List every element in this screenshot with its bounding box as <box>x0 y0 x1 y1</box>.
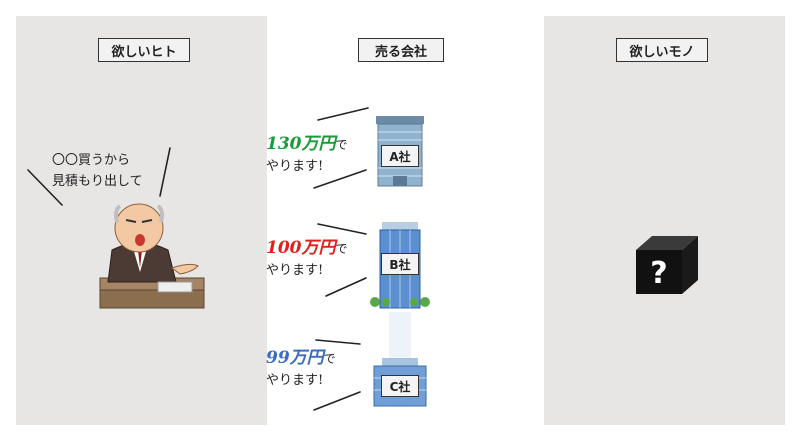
buyer-speech-lines <box>27 147 171 206</box>
quote-a: 130万円で やります! <box>266 134 348 177</box>
company-b-label: B社 <box>381 253 419 275</box>
businessman-icon <box>99 203 205 309</box>
company-a-label: A社 <box>381 145 419 167</box>
quote-b-line2: やります! <box>266 263 324 278</box>
buyer-speech-line2: 見積もり出して <box>52 174 143 189</box>
quote-c: 99万円で やります! <box>266 348 336 391</box>
mystery-box-glyph: ? <box>650 256 667 291</box>
company-speech-lines <box>313 107 369 411</box>
quote-a-suffix: で <box>335 138 348 152</box>
seller-panel-label: 売る会社 <box>358 38 444 62</box>
buyer-speech-line1: 〇〇買うから <box>52 153 131 168</box>
quote-c-suffix: で <box>323 352 336 366</box>
quote-b: 100万円で やります! <box>266 238 348 281</box>
mystery-box-icon: ? <box>636 236 698 294</box>
quote-a-price: 130万円 <box>266 134 336 154</box>
quote-b-suffix: で <box>335 242 348 256</box>
quote-a-line2: やります! <box>266 159 324 174</box>
product-panel <box>544 16 785 425</box>
quote-c-line2: やります! <box>266 373 324 388</box>
buyer-panel-label: 欲しいヒト <box>98 38 190 62</box>
buyer-speech: 〇〇買うから 見積もり出して <box>52 150 143 192</box>
product-panel-label: 欲しいモノ <box>616 38 708 62</box>
quote-c-price: 99万円 <box>266 348 324 368</box>
company-c-label: C社 <box>381 375 419 397</box>
quote-b-price: 100万円 <box>266 238 336 258</box>
